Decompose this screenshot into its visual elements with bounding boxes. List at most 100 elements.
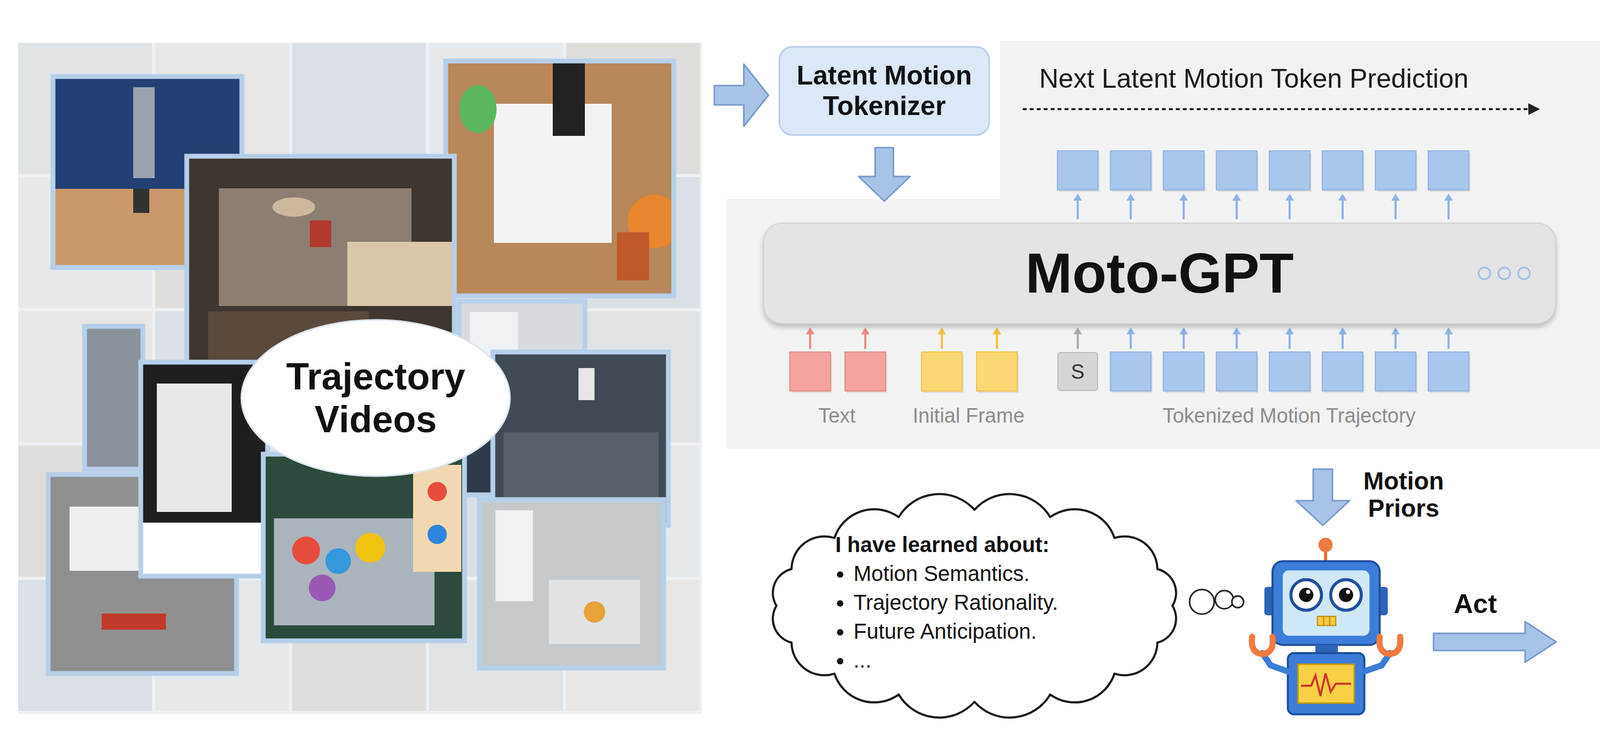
cloud-heading: I have learned about: [835,530,1058,560]
cloud-item: Motion Semantics. [853,559,1058,589]
thought-bubble [1215,590,1234,609]
tokenizer-box-text: Latent Motion Tokenizer [790,60,979,123]
arrow-head [1338,327,1347,335]
arrow-head [937,327,947,335]
photo-object [616,232,650,281]
photo-object [133,188,150,213]
token-arrow [1447,332,1450,349]
token-square [1322,352,1363,392]
ellipsis-symbol [1474,265,1534,282]
photo-object [156,383,232,513]
start-token-text: S [1070,361,1085,383]
ellipse-shape [241,320,510,477]
circle-shape [1345,590,1351,595]
token-square [1428,352,1469,392]
arrow-head [1391,193,1400,201]
photo-object [427,482,447,502]
arrow-head [861,327,870,335]
photo-object [292,536,320,565]
arrow-head [1338,193,1347,201]
token-arrow [940,332,943,349]
model-box: Moto-GPT [763,222,1557,325]
token-group-label: Text [818,404,856,428]
token-square [976,352,1018,392]
token-arrow [1341,332,1344,349]
thought-cloud: I have learned about:Motion Semantics.Tr… [755,492,1194,720]
token-square [789,352,831,392]
photo-frame [479,499,664,669]
thought-bubble [1231,596,1244,608]
ellipsis-dot [1478,267,1491,280]
photo-object [355,532,386,563]
cloud-shape [772,494,1177,719]
cloud-item: Future Anticipation. [853,616,1058,646]
model-box-text: Moto-GPT [1025,242,1294,305]
circle-shape [1306,590,1311,595]
arrow-head [992,327,1002,335]
photo-ground [479,499,664,669]
token-arrow [1235,199,1238,220]
rect-shape [1282,570,1370,636]
collage-ground [18,42,703,715]
rect-shape [1288,653,1365,715]
arrow-head [1528,103,1541,116]
polyline-shape [1300,673,1351,697]
arrow-head [1391,327,1400,335]
token-arrow [1076,332,1079,349]
photo-object [459,85,497,134]
token-square [1375,150,1416,190]
rect-shape [1317,616,1336,626]
motion-priors-label: Motion Priors [1355,467,1452,522]
photo-object [583,601,606,623]
act-label: Act [1453,588,1498,620]
photo-ground [84,326,143,470]
token-arrow [1288,199,1291,220]
token-arrow [1235,332,1238,349]
token-arrow [1182,199,1185,220]
token-square [1216,352,1257,392]
photo-object [413,465,462,573]
cloud-text-block: I have learned about:Motion Semantics.Tr… [835,530,1058,675]
arrow-head [1444,193,1453,201]
token-group-label: Initial Frame [912,404,1025,428]
circle-shape [1299,588,1314,603]
block-arrow [1433,621,1557,663]
block-arrow [714,64,769,127]
tokenizer-box: Latent Motion Tokenizer [778,46,990,136]
video-ellipse: Trajectory Videos [239,318,512,478]
token-square [1110,150,1152,190]
token-arrow [1129,332,1132,349]
line-shape [1329,616,1331,626]
token-arrow [1182,332,1185,349]
trajectory-photo [479,499,664,669]
token-arrow [995,332,998,349]
token-arrow [1288,332,1291,349]
photo-ground [445,61,674,296]
photo-ground [263,454,465,642]
token-arrow [1341,199,1344,220]
token-group-label: Tokenized Motion Trajectory [1162,404,1416,428]
rect-shape [1315,645,1338,654]
photo-frame [263,454,465,642]
rect-shape [1298,664,1355,704]
photo-object [101,613,166,630]
circle-shape [1318,537,1333,553]
arrow-head [1073,327,1083,335]
trajectory-photo [445,61,682,296]
photo-object [347,241,455,307]
ellipse-outline [239,318,512,478]
photo-object [140,522,268,577]
arrow-head [1285,193,1294,201]
token-square [1057,150,1099,190]
token-square [1428,150,1469,190]
token-arrow [1129,199,1132,220]
photo-object [578,368,595,401]
thought-bubble [1189,589,1215,615]
cloud-list: Motion Semantics.Trajectory Rationality.… [835,559,1058,675]
photo-object [308,574,336,602]
token-arrow [1447,199,1450,220]
token-square [1322,150,1363,190]
video-ellipse-text: Trajectory Videos [268,355,483,442]
path-shape [1251,636,1273,654]
token-arrow [864,332,867,349]
